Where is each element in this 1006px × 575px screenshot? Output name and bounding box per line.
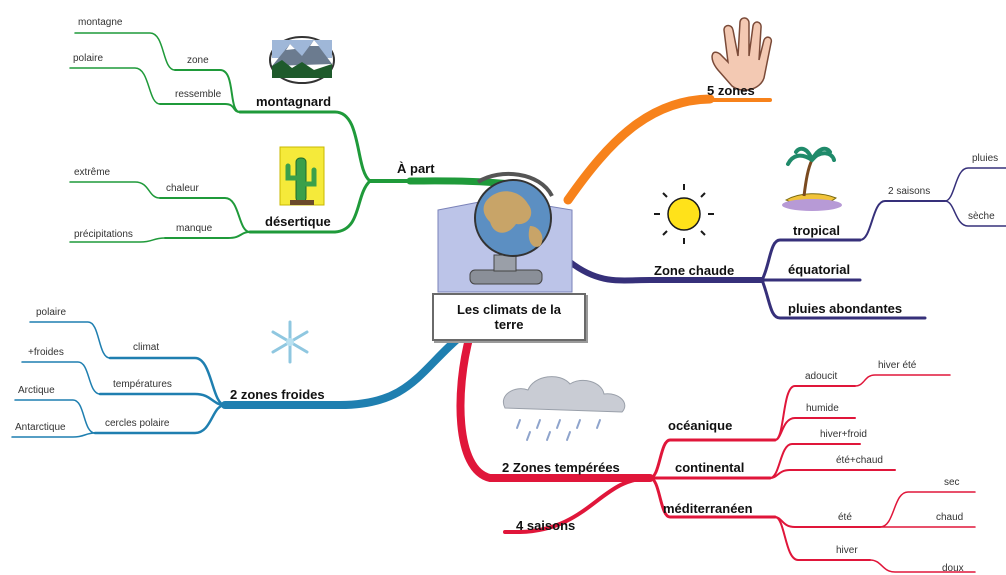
cactus-icon (279, 146, 325, 206)
label-quatre-saisons: 4 saisons (516, 518, 576, 533)
label-continental: continental (675, 460, 745, 475)
label-polaire-froides: polaire (36, 307, 67, 318)
central-topic-line1: Les climats de la (456, 302, 562, 317)
snowflake-icon (271, 320, 309, 364)
label-precipitations: précipitations (74, 229, 133, 240)
label-cercles-polaire: cercles polaire (105, 418, 170, 429)
label-humide: humide (806, 403, 839, 414)
label-pluies: pluies (972, 153, 999, 164)
label-doux: doux (942, 563, 964, 574)
label-ressemble: ressemble (175, 89, 222, 100)
label-deux-saisons: 2 saisons (888, 186, 931, 197)
label-hiver-ete: hiver été (878, 360, 917, 371)
central-topic: Les climats de la terre (432, 293, 586, 341)
branch-apart (69, 32, 524, 243)
label-polaire-apart: polaire (73, 53, 104, 64)
island-icon (782, 146, 842, 211)
sun-icon (654, 184, 714, 244)
label-temperatures: températures (113, 379, 172, 390)
label-hiver: hiver (836, 545, 858, 556)
label-oceanique: océanique (668, 418, 733, 433)
label-zones-temperees: 2 Zones tempérées (502, 460, 620, 475)
label-seche: sèche (968, 211, 995, 222)
label-ete-chaud: été+chaud (836, 455, 883, 466)
label-equatorial: équatorial (788, 262, 851, 277)
label-hiver-froid: hiver+froid (820, 429, 867, 440)
label-zones-froides: 2 zones froides (230, 387, 325, 402)
label-tropical: tropical (793, 223, 840, 238)
branch-zones-temperees (456, 331, 976, 573)
label-desertique: désertique (265, 214, 331, 229)
label-antarctique: Antarctique (15, 422, 66, 433)
label-montagnard: montagnard (256, 94, 332, 109)
label-montagne: montagne (78, 17, 123, 28)
hand-icon (711, 17, 773, 91)
label-chaud: chaud (936, 512, 964, 523)
rain-cloud-icon (502, 376, 626, 441)
label-zone: zone (187, 55, 209, 66)
branch-cinq-zones (563, 94, 772, 205)
label-sec: sec (944, 477, 960, 488)
branch-zones-froides (11, 321, 466, 438)
label-a-part: À part (397, 161, 435, 176)
label-pluies-abondantes: pluies abondantes (788, 301, 903, 316)
mountain-icon (269, 36, 335, 84)
label-adoucit: adoucit (805, 371, 838, 382)
label-ete: été (838, 512, 852, 523)
label-arctique: Arctique (18, 385, 55, 396)
label-chaleur: chaleur (166, 183, 199, 194)
central-topic-line2: terre (494, 317, 524, 332)
label-zone-chaude: Zone chaude (654, 263, 735, 278)
label-extreme: extrême (74, 167, 111, 178)
label-manque: manque (176, 223, 213, 234)
globe-icon (437, 171, 573, 293)
label-climat: climat (133, 342, 160, 353)
label-mediterraneen: méditerranéen (663, 501, 753, 516)
label-plus-froides: +froides (28, 347, 64, 358)
branch-zone-chaude (567, 167, 1006, 320)
label-cinq-zones: 5 zones (707, 83, 755, 98)
